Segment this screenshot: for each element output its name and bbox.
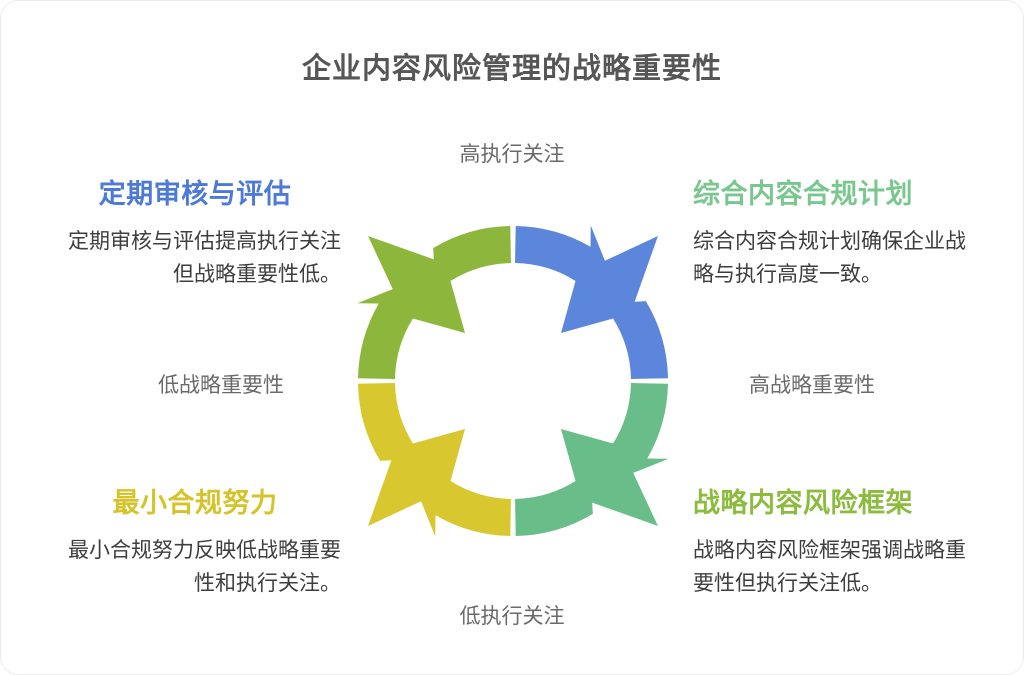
wheel-segment-bottom-left xyxy=(358,383,511,537)
quadrant-body: 战略内容风险框架强调战略重要性但执行关注低。 xyxy=(693,539,966,595)
quadrant-top-left: 定期审核与评估 定期审核与评估提高执行关注但战略重要性低。 xyxy=(49,177,341,291)
quadrant-heading: 综合内容合规计划 xyxy=(693,179,913,209)
wheel-segment-bottom-right xyxy=(515,383,669,536)
quadrant-body: 最小合规努力反映低战略重要性和执行关注。 xyxy=(68,539,341,595)
axis-label-right: 高战略重要性 xyxy=(749,374,875,397)
wheel-segment-top-right xyxy=(515,225,668,379)
quadrant-heading: 战略内容风险框架 xyxy=(693,488,913,518)
axis-label-bottom: 低执行关注 xyxy=(459,605,565,628)
wheel-segment-top-left xyxy=(357,226,511,379)
axis-label-top: 高执行关注 xyxy=(459,143,565,166)
cycle-arrows-diagram xyxy=(357,225,669,537)
quadrant-top-right: 综合内容合规计划 综合内容合规计划确保企业战略与执行高度一致。 xyxy=(693,177,985,291)
quadrant-body: 综合内容合规计划确保企业战略与执行高度一致。 xyxy=(693,230,966,286)
axis-label-left: 低战略重要性 xyxy=(158,374,284,397)
quadrant-heading: 定期审核与评估 xyxy=(98,179,292,209)
quadrant-heading: 最小合规努力 xyxy=(112,488,278,518)
quadrant-body: 定期审核与评估提高执行关注但战略重要性低。 xyxy=(68,230,341,286)
page-title: 企业内容风险管理的战略重要性 xyxy=(301,53,722,85)
quadrant-bottom-right: 战略内容风险框架 战略内容风险框架强调战略重要性但执行关注低。 xyxy=(693,486,985,600)
quadrant-bottom-left: 最小合规努力 最小合规努力反映低战略重要性和执行关注。 xyxy=(49,486,341,600)
